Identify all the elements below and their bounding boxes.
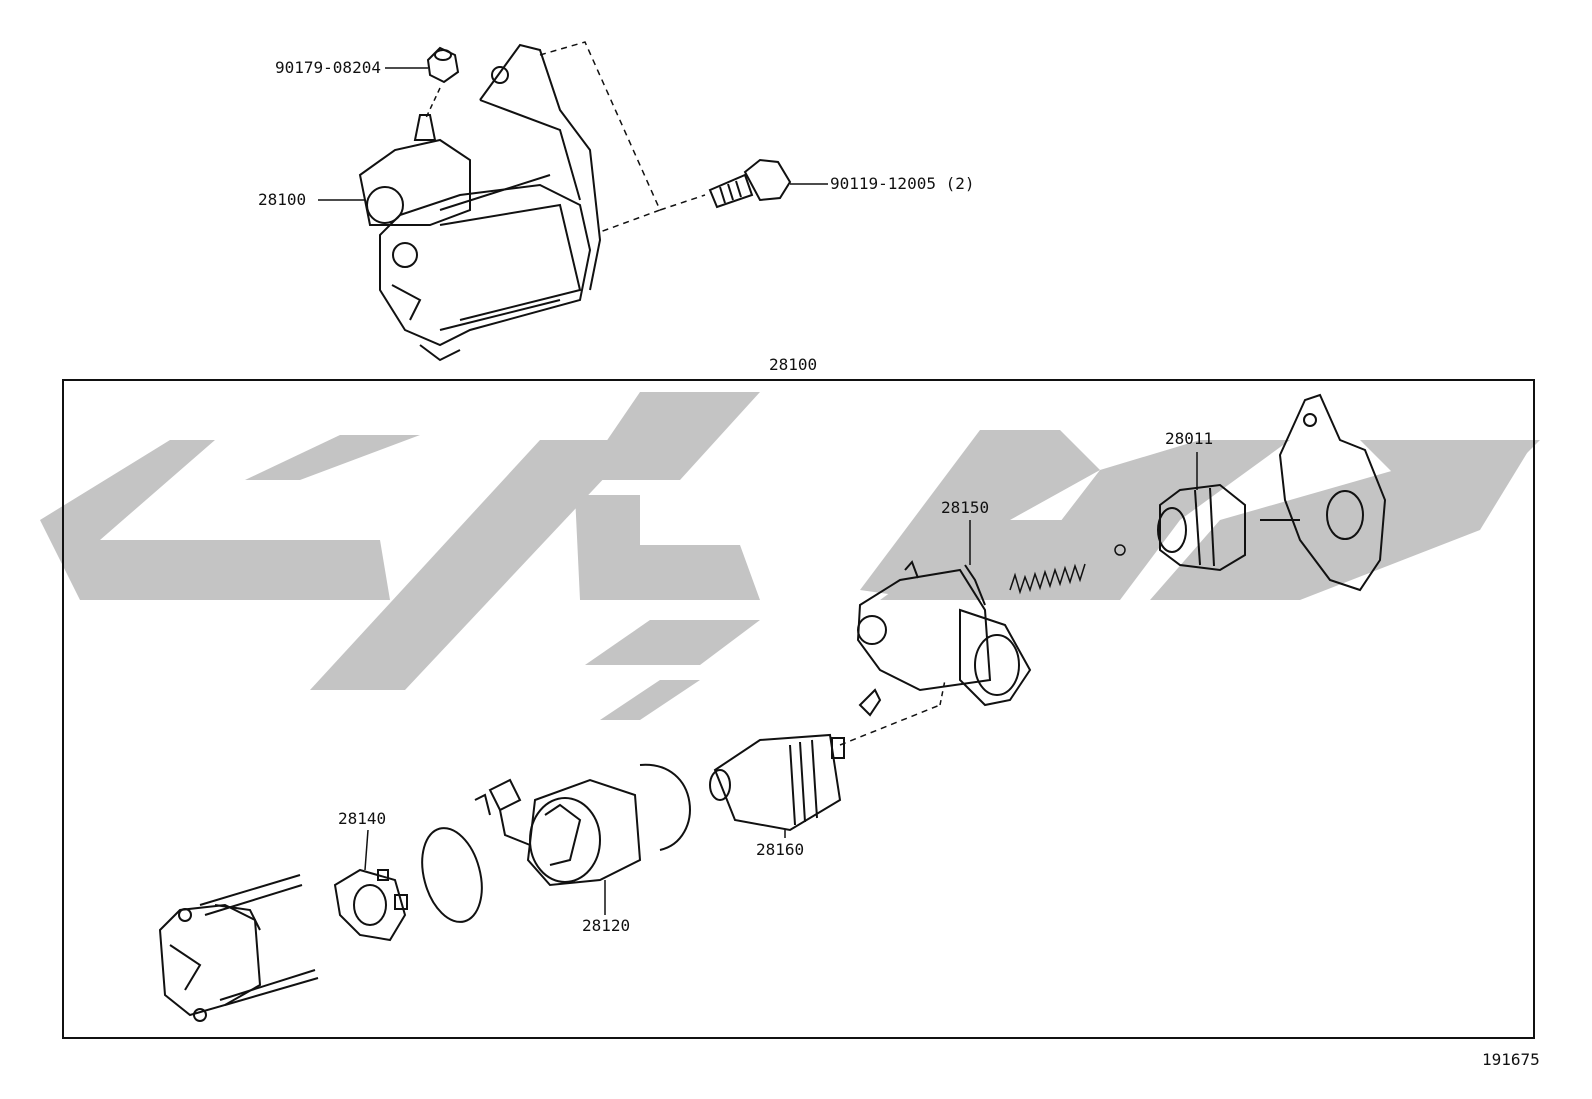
label-starter-top: 28100 [258,190,307,209]
bolt-90179 [426,46,460,84]
o-ring-left [421,827,483,923]
snap-ring [639,763,691,851]
dash-bolt-right [539,41,662,233]
return-spring [1009,563,1086,595]
exploded-view-box [62,379,1535,1039]
label-yoke: 28120 [582,916,631,935]
starter-assembly-top [358,43,602,362]
label-box-title: 28100 [769,355,818,374]
label-bolt-90119: 90119-12005 (2) [830,174,975,193]
label-bolt-90179: 90179-08204 [275,58,381,77]
dash-armature [839,704,941,746]
bolt-90119 [708,158,792,209]
brush-holder [333,868,408,942]
leader-brush-holder [364,829,369,871]
watermark-logo [40,392,1540,720]
armature [709,733,845,832]
drive-gear [1157,483,1246,572]
dash-bolt-right-2 [659,194,706,211]
label-brush-holder: 28140 [338,809,387,828]
drive-housing [1260,393,1387,592]
label-drive-gear: 28011 [1165,429,1214,448]
dash-housing [939,679,946,706]
field-yoke [474,778,642,887]
figure-number: 191675 [1482,1050,1540,1069]
starter-housing [856,560,1032,717]
dash-bolt-top [424,87,441,121]
steel-ball [1114,544,1126,556]
label-housing: 28150 [941,498,990,517]
label-armature: 28160 [756,840,805,859]
end-cover [158,874,319,1022]
